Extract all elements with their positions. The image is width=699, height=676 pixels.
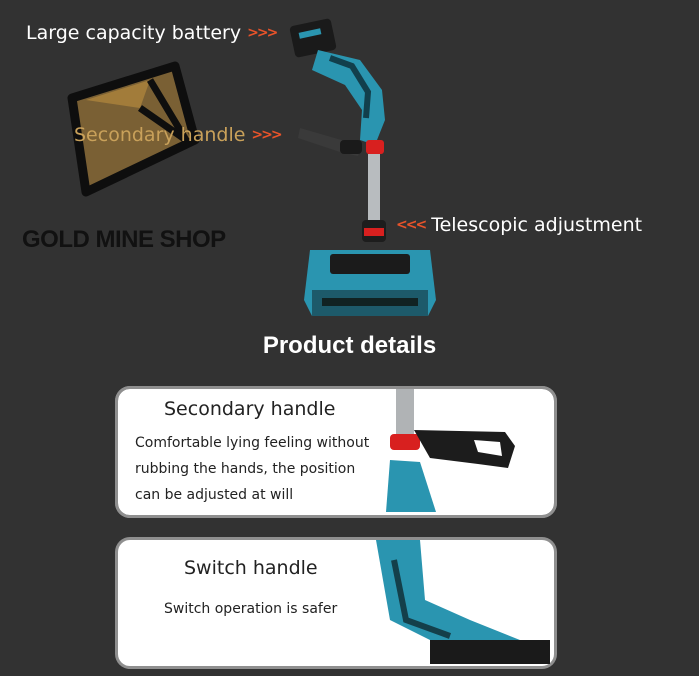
- section-title: Product details: [262, 332, 437, 359]
- gold-gem-logo: [67, 61, 200, 197]
- telescopic-callout-label: Telescopic adjustment: [431, 214, 643, 236]
- watermark-text: GOLD MINE SHOP: [22, 226, 226, 253]
- card-secondary-handle-image: [386, 389, 515, 512]
- battery-image: [289, 18, 337, 58]
- card-description: Switch operation is safer: [164, 596, 337, 622]
- secondary-handle-callout: Secondary handle >>>: [74, 124, 283, 146]
- telescopic-callout: <<< Telescopic adjustment: [396, 214, 642, 236]
- secondary-handle-image: [298, 128, 362, 156]
- card-switch-handle-image: [376, 540, 550, 664]
- card-description-line: Switch operation is safer: [164, 601, 338, 617]
- chevron-right-icon: >>>: [251, 127, 282, 143]
- card-title: Switch handle: [184, 557, 318, 579]
- card-description-line: rubbing the hands, the position: [135, 461, 356, 477]
- chevron-left-icon: <<<: [396, 217, 427, 233]
- card-description: Comfortable lying feeling without rubbin…: [135, 430, 369, 508]
- card-description-line: can be adjusted at will: [135, 487, 294, 503]
- card-title: Secondary handle: [164, 398, 336, 420]
- battery-callout-label: Large capacity battery: [26, 22, 242, 44]
- card-description-line: Comfortable lying feeling without: [135, 435, 370, 451]
- tool-head-image: [304, 250, 436, 316]
- secondary-handle-callout-label: Secondary handle: [74, 124, 246, 146]
- battery-callout: Large capacity battery >>>: [26, 22, 278, 44]
- chevron-right-icon: >>>: [247, 25, 278, 41]
